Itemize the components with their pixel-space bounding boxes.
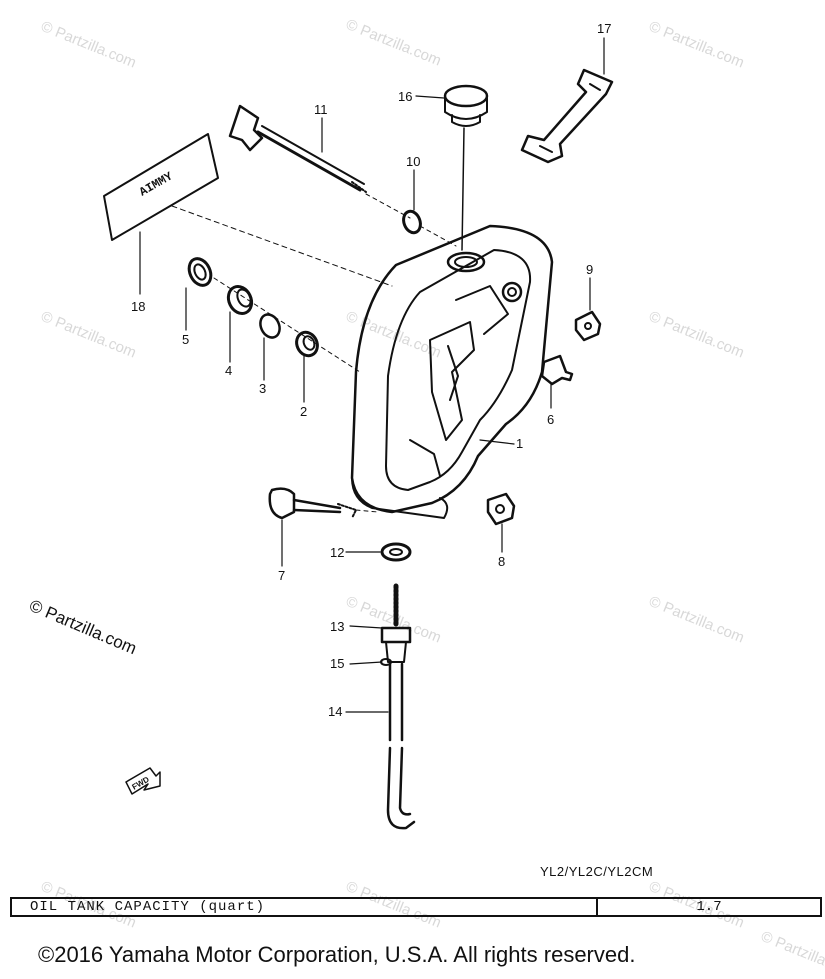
callout-13: 13 <box>330 619 344 634</box>
decal-plate <box>103 133 393 287</box>
washer <box>402 209 457 247</box>
callout-2: 2 <box>300 404 307 419</box>
watermark: © Partzilla.com <box>39 18 139 72</box>
rubber-strap <box>520 68 614 164</box>
oil-hose <box>386 662 416 830</box>
callout-6: 6 <box>547 412 554 427</box>
callout-3: 3 <box>259 381 266 396</box>
callout-12: 12 <box>330 545 344 560</box>
spec-label: OIL TANK CAPACITY (quart) <box>12 899 598 915</box>
fwd-arrow-icon <box>125 767 161 795</box>
grommet-5 <box>187 257 213 287</box>
model-code: YL2/YL2C/YL2CM <box>540 864 654 879</box>
collar-2 <box>295 330 319 358</box>
callout-9: 9 <box>586 262 593 277</box>
long-bolt <box>268 487 379 520</box>
callout-1: 1 <box>516 436 523 451</box>
hex-nut <box>486 492 516 526</box>
watermark: © Partzilla.com <box>647 593 747 647</box>
watermark: © Partzilla.com <box>344 16 444 70</box>
callout-15: 15 <box>330 656 344 671</box>
callout-18: 18 <box>131 299 145 314</box>
callout-7: 7 <box>278 568 285 583</box>
bushing-4 <box>226 284 254 316</box>
callout-14: 14 <box>328 704 342 719</box>
callout-11: 11 <box>314 102 328 117</box>
callout-16: 16 <box>398 89 412 104</box>
watermark-layer: © Partzilla.com © Partzilla.com © Partzi… <box>39 16 825 979</box>
watermark: © Partzilla.com <box>647 308 747 362</box>
spec-value: 1.7 <box>696 899 722 915</box>
o-ring-3 <box>259 313 281 339</box>
callout-10: 10 <box>406 154 420 169</box>
washer-12 <box>380 542 412 562</box>
callout-4: 4 <box>225 363 232 378</box>
watermark: © Partzilla.com <box>647 18 747 72</box>
damper-6 <box>540 354 574 386</box>
watermark: © Partzilla.com <box>759 928 825 979</box>
filler-cap <box>443 84 489 251</box>
spec-table-row: OIL TANK CAPACITY (quart) 1.7 <box>10 897 822 917</box>
callout-layer: 1 2 3 4 5 6 7 8 9 10 11 12 13 14 15 16 1… <box>131 21 611 719</box>
leader-lines <box>139 37 605 713</box>
oil-tank <box>350 224 554 519</box>
mounting-bolt <box>228 104 411 219</box>
callout-17: 17 <box>597 21 611 36</box>
watermark: © Partzilla.com <box>39 308 139 362</box>
callout-5: 5 <box>182 332 189 347</box>
copyright-notice: ©2016 Yamaha Motor Corporation, U.S.A. A… <box>38 942 636 967</box>
callout-8: 8 <box>498 554 505 569</box>
square-nut <box>574 310 602 342</box>
